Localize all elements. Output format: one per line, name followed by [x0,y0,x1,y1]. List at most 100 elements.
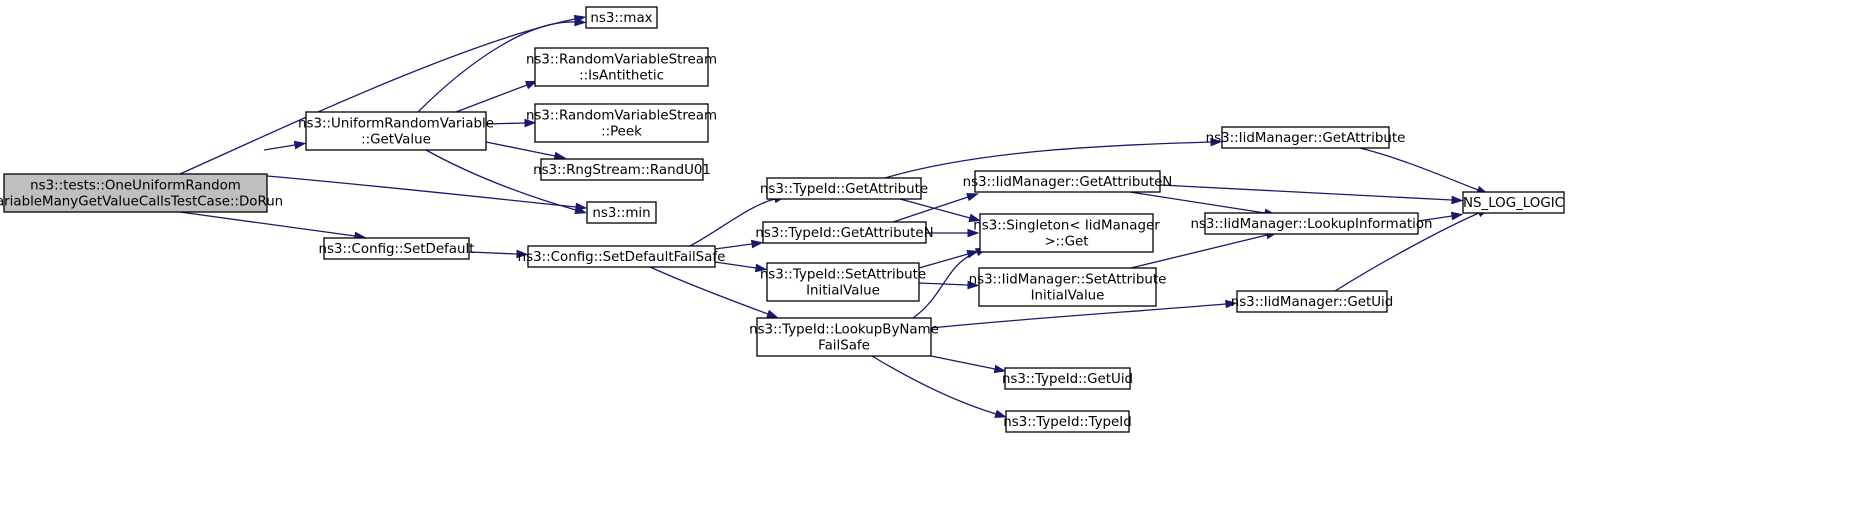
node-label: VariableManyGetValueCallsTestCase::DoRun [0,195,283,210]
edge-line [263,144,296,151]
node-label: ns3::TypeId::LookupByName [749,323,939,338]
edge-line [871,355,997,415]
node-box[interactable] [1004,367,1131,390]
node-box[interactable] [766,262,920,302]
node-box[interactable] [766,177,922,200]
edge-line [1159,184,1453,201]
node-isanti[interactable]: ns3::RandomVariableStream::IsAntithetic [526,47,717,87]
edge-tid_getattr-to-iid_getattr [884,137,1223,179]
node-setdefaultfs[interactable]: ns3::Config::SetDefaultFailSafe [518,245,726,268]
edge-arrowhead [968,213,982,223]
node-label: ns3::IidManager::GetAttribute [1206,131,1406,146]
edge-tid_getattrn-to-singleton [926,228,980,238]
node-label: ns3::IidManager::SetAttribute [969,273,1167,288]
edge-setdefaultfs-to-tid_getattrn [714,239,764,250]
node-tid-getattr[interactable]: ns3::TypeId::GetAttribute [760,177,928,200]
node-label: >::Get [1044,235,1088,250]
node-tid-getuid[interactable]: ns3::TypeId::GetUid [1002,367,1133,390]
node-label: NS_LOG_LOGIC [1463,196,1564,211]
node-urv-getvalue[interactable]: ns3::UniformRandomVariable::GetValue [298,111,494,151]
edge-line [892,196,969,223]
node-label: ns3::RandomVariableStream [526,109,717,124]
edge-line [1334,212,1480,292]
edge-line [417,21,576,113]
node-box[interactable] [527,245,716,268]
node-box[interactable] [585,6,658,29]
edge-setdefaultfs-to-tid_lookup [649,266,779,319]
node-setdefault[interactable]: ns3::Config::SetDefault [319,237,475,260]
edge-arrowhead [516,249,529,259]
edge-tid_lookup-to-tid_typeid [871,355,1008,418]
edge-arrowhead [750,239,764,249]
edge-iid_getattrn-to-nslog [1159,184,1464,205]
node-box[interactable] [586,201,657,224]
edge-arrowhead [1210,137,1223,147]
edge-arrowhead [966,193,979,202]
node-box[interactable] [762,221,927,244]
node-nslog[interactable]: NS_LOG_LOGIC [1462,191,1565,214]
node-box[interactable] [756,317,932,357]
node-box[interactable] [305,111,487,151]
node-tid-getattrn[interactable]: ns3::TypeId::GetAttributeN [755,221,934,244]
edge-iid_getattr-to-nslog [1359,147,1489,195]
node-box[interactable] [1204,212,1419,235]
node-box[interactable] [1236,290,1388,313]
edge-urv_getvalue-to-randu01 [485,141,567,161]
node-label: ns3::TypeId::GetAttributeN [755,226,933,241]
node-max[interactable]: ns3::max [585,6,658,29]
node-tid-typeid[interactable]: ns3::TypeId::TypeId [1003,410,1132,433]
node-box[interactable] [534,47,709,87]
node-label: InitialValue [806,284,880,299]
edge-line [714,243,753,250]
node-label: ns3::Config::SetDefaultFailSafe [518,250,726,265]
node-label: ::IsAntithetic [579,69,664,84]
node-box[interactable] [1462,191,1565,214]
node-singleton[interactable]: ns3::Singleton< IidManager>::Get [973,213,1160,253]
call-graph-nodes: ns3::tests::OneUniformRandomVariableMany… [0,6,1565,433]
node-box[interactable] [979,213,1154,253]
node-box[interactable] [3,173,268,213]
edge-urv_getvalue-to-max [417,17,587,113]
node-iid-getuid[interactable]: ns3::IidManager::GetUid [1231,290,1394,313]
edge-arrowhead [1451,195,1464,205]
edge-line [266,175,577,208]
edge-arrowhead [766,309,779,319]
node-iid-setattr[interactable]: ns3::IidManager::SetAttributeInitialValu… [969,267,1167,307]
node-label: ns3::TypeId::SetAttribute [760,268,926,283]
edge-line [485,122,526,125]
edge-arrowhead [574,205,588,215]
edge-arrowhead [1450,211,1464,221]
node-box[interactable] [978,267,1157,307]
edge-line [468,251,518,255]
node-box[interactable] [1221,126,1390,149]
node-root[interactable]: ns3::tests::OneUniformRandomVariableMany… [0,173,283,213]
node-label: ns3::IidManager::LookupInformation [1190,217,1432,232]
node-box[interactable] [540,158,704,181]
edge-arrowhead [993,364,1007,374]
node-label: ns3::UniformRandomVariable [298,117,494,132]
edge-line [179,211,356,237]
node-box[interactable] [1005,410,1130,433]
node-box[interactable] [534,103,709,143]
node-label: ::GetValue [361,133,431,148]
node-peek[interactable]: ns3::RandomVariableStream::Peek [526,103,717,143]
node-box[interactable] [974,170,1161,193]
node-box[interactable] [323,237,470,260]
edge-arrowhead [293,140,307,150]
edge-tid_lookup-to-iid_getuid [930,299,1238,329]
edge-line [1130,234,1268,269]
edge-urv_getvalue-to-isanti [455,80,538,113]
edge-root-to-setdefault [179,211,367,241]
edge-setdefault-to-setdefaultfs [468,249,529,259]
node-iid-getattr[interactable]: ns3::IidManager::GetAttribute [1206,126,1406,149]
node-iid-getattrn[interactable]: ns3::IidManager::GetAttributeN [963,170,1173,193]
edge-root-to-urv_getvalue [263,140,307,151]
node-min[interactable]: ns3::min [586,201,657,224]
edge-arrowhead [524,80,538,90]
node-label: ns3::RngStream::RandU01 [533,163,711,178]
node-iid-lookupinfo[interactable]: ns3::IidManager::LookupInformation [1190,212,1433,235]
node-randu01[interactable]: ns3::RngStream::RandU01 [533,158,711,181]
